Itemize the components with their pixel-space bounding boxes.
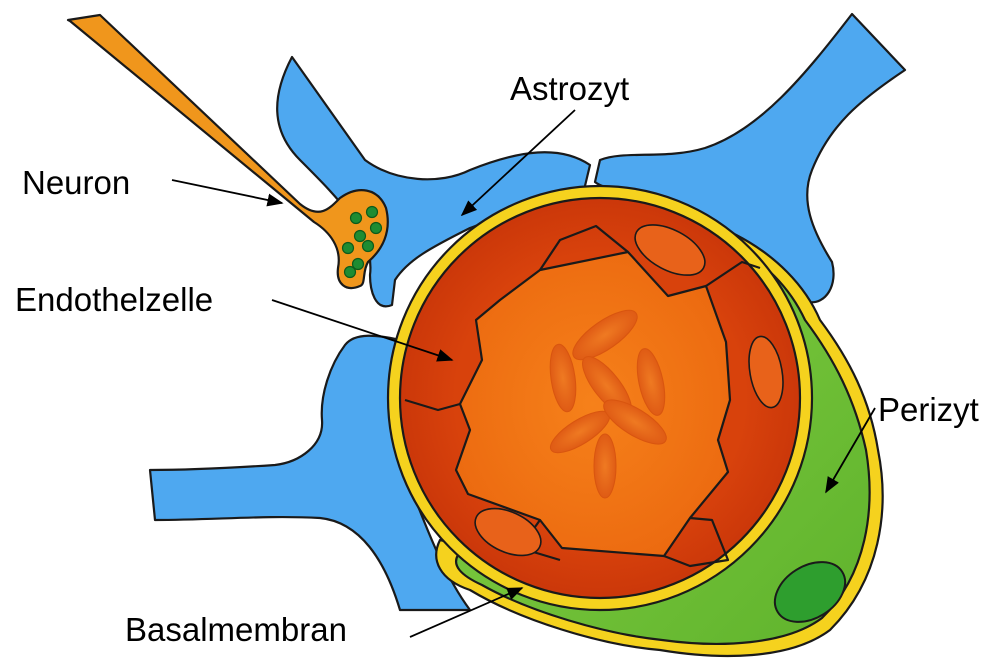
synaptic-vesicle bbox=[367, 207, 378, 218]
label-basement-membrane: Basalmembran bbox=[125, 611, 347, 648]
label-neuron: Neuron bbox=[22, 164, 130, 201]
label-endothelial-cell: Endothelzelle bbox=[15, 281, 213, 318]
synaptic-vesicle bbox=[343, 243, 354, 254]
synaptic-vesicle bbox=[345, 267, 356, 278]
label-astrocyte: Astrozyt bbox=[510, 70, 629, 107]
synaptic-vesicle bbox=[371, 223, 382, 234]
erythrocyte bbox=[594, 434, 616, 498]
synaptic-vesicle bbox=[355, 231, 366, 242]
label-pericyte: Perizyt bbox=[878, 391, 979, 428]
synaptic-vesicle bbox=[363, 241, 374, 252]
synaptic-vesicle bbox=[351, 213, 362, 224]
